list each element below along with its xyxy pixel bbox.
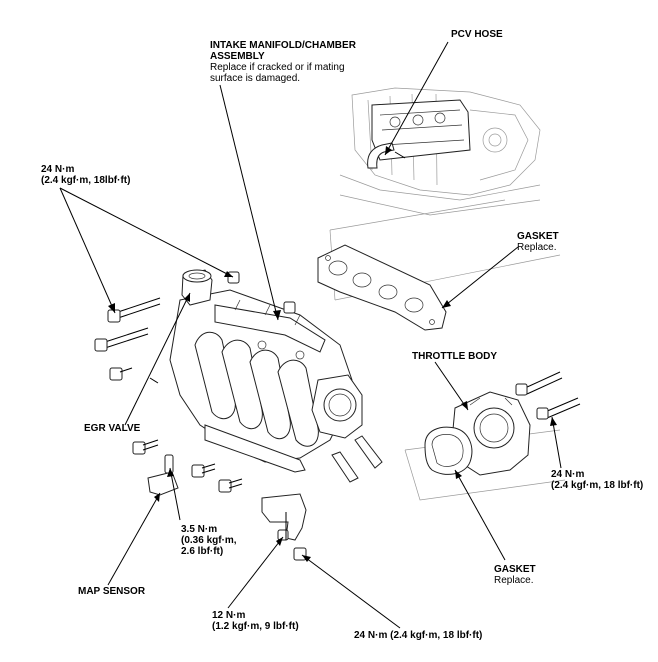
intake-manifold-note: Replace if cracked or if mating <box>210 62 345 73</box>
torque-spec-map-sensor: 3.5 N·m <box>181 524 218 535</box>
bolts-throttle <box>515 371 581 420</box>
manifold-throttle-flange <box>311 374 363 439</box>
torque-spec-throttle-bolts-detail: (2.4 kgf·m, 18 lbf·ft) <box>551 480 644 491</box>
torque-spec-throttle-bolts: 24 N·m <box>551 469 585 480</box>
bracket-part <box>261 493 307 561</box>
map-sensor-part <box>147 454 179 496</box>
egr-valve-label: EGR VALVE <box>84 423 141 434</box>
gasket-intake-note: Replace. <box>517 242 557 253</box>
throttle-gasket-part <box>424 426 473 475</box>
torque-spec-manifold-bolts-detail: (2.4 kgf·m, 18lbf·ft) <box>41 175 131 186</box>
torque-spec-map-sensor-detail: (0.36 kgf·m, <box>181 535 237 546</box>
torque-spec-manifold-bolts: 24 N·m <box>41 164 75 175</box>
pcv-hose-label: PCV HOSE <box>451 29 503 40</box>
direction-marks <box>149 151 406 384</box>
torque-spec-bottom-bolt: 24 N·m (2.4 kgf·m, 18 lbf·ft) <box>354 630 483 641</box>
intake-manifold-label: INTAKE MANIFOLD/CHAMBER <box>210 40 356 51</box>
torque-spec-bracket-bolt: 12 N·m <box>212 610 246 621</box>
gasket-throttle-note: Replace. <box>494 575 534 586</box>
map-sensor-label: MAP SENSOR <box>78 586 146 597</box>
leader-lines <box>59 41 562 629</box>
bolts-lower-left <box>132 439 243 493</box>
torque-spec-bracket-bolt-detail: (1.2 kgf·m, 9 lbf·ft) <box>212 621 299 632</box>
intake-manifold-note-line2: surface is damaged. <box>210 73 301 84</box>
gasket-intake-label: GASKET <box>517 231 559 242</box>
leader-arrowheads <box>108 146 557 562</box>
link-rods <box>331 435 383 483</box>
intake-gasket-part <box>317 244 447 331</box>
intake-manifold-label-line2: ASSEMBLY <box>210 51 265 62</box>
bolts-left <box>94 271 296 381</box>
intake-manifold-part <box>169 289 353 473</box>
gasket-throttle-label: GASKET <box>494 564 536 575</box>
throttle-body-label: THROTTLE BODY <box>412 351 497 362</box>
engine-outline <box>339 87 541 216</box>
torque-spec-map-sensor-detail-line2: 2.6 lbf·ft) <box>181 546 224 557</box>
